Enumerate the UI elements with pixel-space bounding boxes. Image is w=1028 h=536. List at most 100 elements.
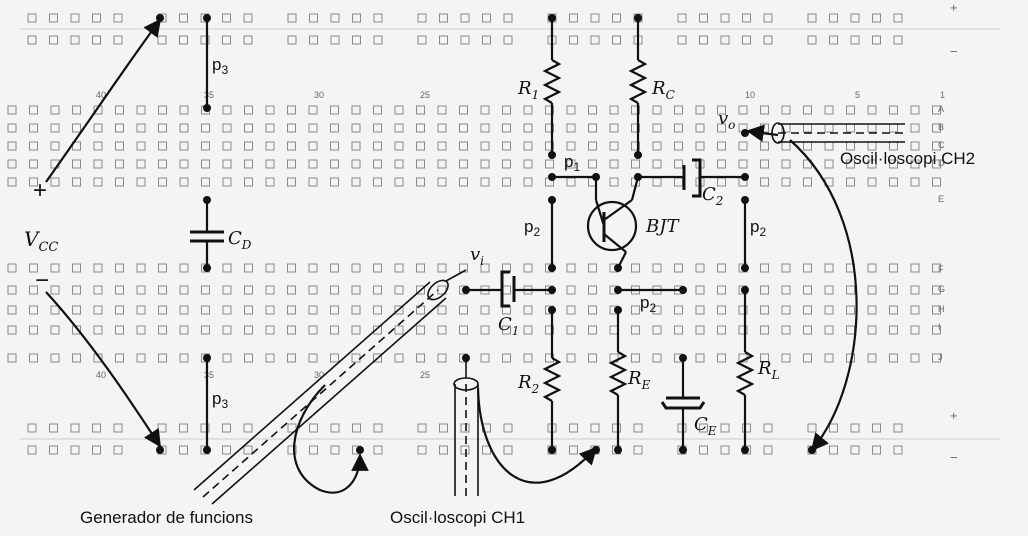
- breadboard-hole: [889, 263, 898, 273]
- breadboard-hole: [503, 35, 513, 45]
- breadboard-hole: [72, 105, 81, 115]
- breadboard-hole: [244, 285, 253, 295]
- breadboard-hole: [394, 105, 404, 115]
- breadboard-hole: [330, 177, 339, 187]
- breadboard-hole: [829, 423, 838, 433]
- breadboard-hole: [910, 325, 920, 335]
- col-num-30-top: 30: [314, 90, 324, 100]
- label-r1: R1: [517, 78, 539, 102]
- breadboard-hole: [502, 105, 511, 115]
- breadboard-hole: [652, 263, 662, 273]
- connection-dot: [741, 446, 749, 454]
- breadboard-hole: [265, 285, 275, 295]
- breadboard-hole: [115, 305, 124, 315]
- col-num-25-bottom: 25: [420, 370, 430, 380]
- breadboard-hole: [523, 159, 533, 169]
- breadboard-hole: [459, 159, 468, 169]
- breadboard-hole: [29, 305, 38, 315]
- breadboard-hole: [72, 353, 81, 363]
- breadboard-hole: [910, 159, 920, 169]
- breadboard-hole: [113, 13, 123, 23]
- breadboard-hole: [846, 305, 855, 315]
- breadboard-hole: [72, 285, 81, 295]
- breadboard-hole: [695, 141, 705, 151]
- breadboard-hole: [480, 141, 490, 151]
- breadboard-hole: [265, 263, 275, 273]
- breadboard-hole: [803, 325, 812, 335]
- breadboard-hole: [351, 177, 361, 187]
- breadboard-hole: [566, 263, 576, 273]
- breadboard-hole: [309, 13, 318, 23]
- breadboard-hole: [222, 423, 231, 433]
- breadboard-hole: [523, 105, 533, 115]
- breadboard-hole: [867, 353, 877, 363]
- breadboard-hole: [287, 285, 296, 295]
- col-num-35-bottom: 35: [204, 370, 214, 380]
- rail-sign-top-plus: +: [950, 0, 958, 15]
- breadboard-hole: [309, 35, 318, 45]
- connection-dot: [592, 446, 600, 454]
- breadboard-hole: [910, 123, 920, 133]
- breadboard-hole: [674, 141, 683, 151]
- breadboard-hole: [460, 445, 470, 455]
- breadboard-hole: [308, 285, 318, 295]
- breadboard-hole: [308, 123, 318, 133]
- breadboard-hole: [545, 123, 554, 133]
- row-letter-a: A: [938, 104, 944, 114]
- breadboard-hole: [932, 123, 941, 133]
- breadboard-hole: [867, 325, 877, 335]
- breadboard-hole: [287, 141, 296, 151]
- breadboard-hole: [115, 263, 124, 273]
- connection-dot: [156, 446, 164, 454]
- breadboard-hole: [308, 325, 318, 335]
- breadboard-hole: [588, 159, 597, 169]
- breadboard-hole: [699, 445, 708, 455]
- breadboard-hole: [720, 445, 730, 455]
- breadboard-hole: [265, 141, 275, 151]
- breadboard-hole: [50, 285, 60, 295]
- breadboard-hole: [677, 13, 687, 23]
- breadboard-hole: [287, 263, 296, 273]
- breadboard-hole: [437, 105, 447, 115]
- breadboard-hole: [889, 325, 898, 335]
- breadboard-hole: [29, 353, 38, 363]
- breadboard-hole: [287, 177, 296, 187]
- label-plus: +: [33, 177, 47, 204]
- label-p2-mid: p2: [640, 293, 656, 315]
- breadboard-hole: [308, 105, 318, 115]
- breadboard-hole: [566, 285, 576, 295]
- connection-dot: [203, 196, 211, 204]
- breadboard-hole: [373, 445, 383, 455]
- breadboard-hole: [760, 105, 769, 115]
- breadboard-hole: [27, 445, 37, 455]
- breadboard-hole: [7, 105, 17, 115]
- breadboard-hole: [394, 325, 404, 335]
- breadboard-hole: [566, 177, 576, 187]
- breadboard-hole: [763, 423, 773, 433]
- breadboard-hole: [50, 141, 60, 151]
- breadboard-hole: [27, 13, 37, 23]
- breadboard-hole: [720, 13, 730, 23]
- breadboard-hole: [92, 35, 101, 45]
- breadboard-hole: [695, 105, 705, 115]
- breadboard-hole: [523, 123, 533, 133]
- breadboard-hole: [7, 263, 17, 273]
- breadboard-hole: [590, 35, 600, 45]
- breadboard-hole: [867, 263, 877, 273]
- breadboard-hole: [222, 263, 232, 273]
- breadboard-hole: [803, 123, 812, 133]
- breadboard-hole: [437, 177, 447, 187]
- breadboard-hole: [244, 305, 253, 315]
- label-vi: vi: [470, 244, 484, 268]
- breadboard-hole: [867, 105, 877, 115]
- breadboard-hole: [695, 123, 705, 133]
- breadboard-hole: [113, 35, 123, 45]
- breadboard-hole: [932, 105, 941, 115]
- connection-dot: [614, 446, 622, 454]
- breadboard-hole: [699, 35, 708, 45]
- breadboard-hole: [439, 423, 448, 433]
- breadboard-hole: [807, 13, 817, 23]
- connection-dot: [614, 306, 622, 314]
- label-p2-right: p2: [750, 217, 766, 239]
- connection-dot: [614, 264, 622, 272]
